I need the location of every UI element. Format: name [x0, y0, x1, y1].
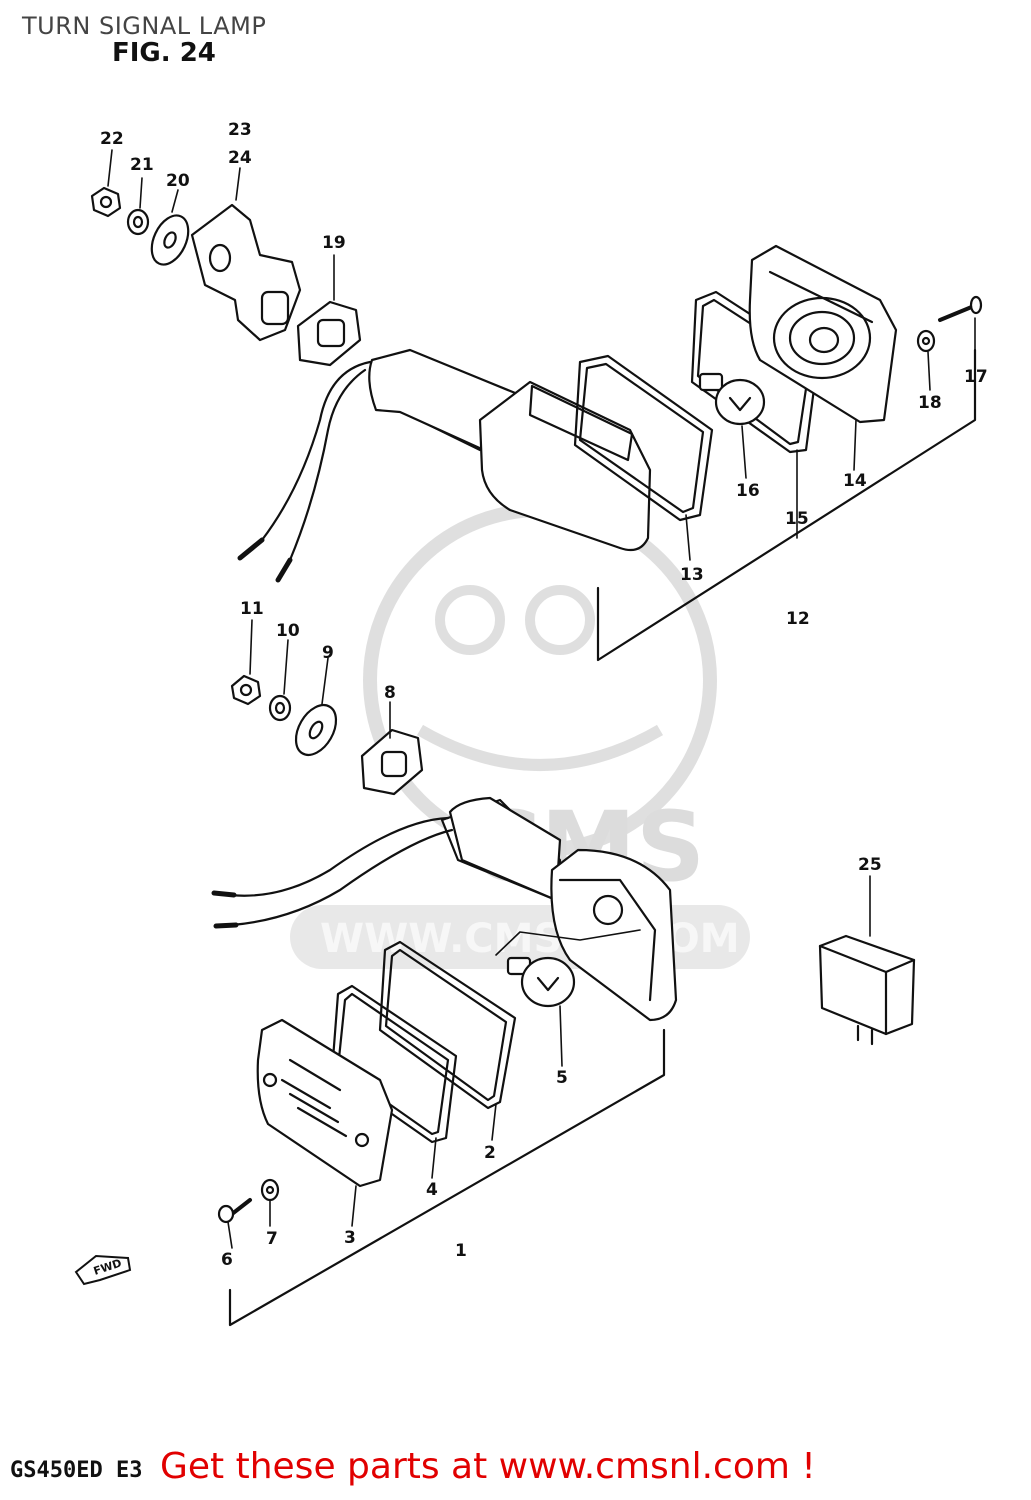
- forward-direction-arrow: FWD: [74, 1254, 132, 1286]
- screw-part-6: [217, 1198, 252, 1224]
- lock-washer-part-21: [126, 208, 150, 236]
- callout-22: 22: [100, 129, 124, 149]
- bulb-part-16: [698, 372, 766, 426]
- upper-wire-harness: [237, 360, 372, 583]
- model-code: GS450ED E3: [10, 1458, 143, 1483]
- nut-part-11: [230, 674, 262, 706]
- callout-21: 21: [130, 155, 154, 175]
- callout-9: 9: [322, 643, 334, 663]
- lock-washer-part-10: [268, 694, 292, 722]
- lens-part-3: [256, 1018, 394, 1188]
- nut-part-7: [260, 1178, 280, 1202]
- bulb-part-5: [506, 956, 576, 1008]
- figure-label: FIG. 24: [112, 38, 216, 68]
- gasket-part-13: [573, 354, 714, 522]
- callout-17: 17: [964, 367, 988, 387]
- callout-labels: 1 2 3 4 5 6 7 8 9 10 11 12 13 14 15 16 1…: [100, 120, 988, 1270]
- watermark-url: WWW.CMSNL.COM: [320, 916, 740, 962]
- callout-7: 7: [266, 1229, 278, 1249]
- callout-14: 14: [843, 471, 867, 491]
- callout-15: 15: [785, 509, 809, 529]
- callout-10: 10: [276, 621, 300, 641]
- grommet-part-19: [296, 300, 362, 367]
- callout-1: 1: [455, 1241, 467, 1261]
- assembly-bracket-12: [596, 348, 977, 662]
- callout-3: 3: [344, 1228, 356, 1248]
- callout-25: 25: [858, 855, 882, 875]
- cmsnl-parts-link[interactable]: Get these parts at www.cmsnl.com !: [160, 1446, 816, 1487]
- callout-23: 23: [228, 120, 252, 140]
- callout-12: 12: [786, 609, 810, 629]
- lower-wire-harness: [211, 816, 454, 929]
- bracket-part-23-24: [190, 203, 302, 342]
- gasket-part-2: [378, 940, 517, 1110]
- lens-part-14: [748, 244, 898, 424]
- callout-6: 6: [221, 1250, 233, 1270]
- callout-5: 5: [556, 1068, 568, 1088]
- washer-part-9: [294, 704, 338, 756]
- relay-part-25: [818, 934, 916, 1046]
- assembly-bracket-1: [228, 1028, 666, 1327]
- callout-8: 8: [384, 683, 396, 703]
- nut-part-18: [916, 329, 936, 353]
- washer-part-20: [150, 214, 190, 266]
- callout-20: 20: [166, 171, 190, 191]
- screw-part-17: [938, 295, 983, 322]
- callout-18: 18: [918, 393, 942, 413]
- gasket-part-15: [690, 290, 820, 454]
- nut-part-22: [90, 186, 122, 218]
- callout-16: 16: [736, 481, 760, 501]
- callout-19: 19: [322, 233, 346, 253]
- callout-2: 2: [484, 1143, 496, 1163]
- upper-lamp-housing: [368, 348, 652, 552]
- callout-13: 13: [680, 565, 704, 585]
- callout-4: 4: [426, 1180, 438, 1200]
- callout-24: 24: [228, 148, 252, 168]
- leader-lines: [107, 149, 976, 1249]
- callout-11: 11: [240, 599, 264, 619]
- grommet-part-8: [360, 728, 424, 796]
- page-title: TURN SIGNAL LAMP: [22, 12, 267, 40]
